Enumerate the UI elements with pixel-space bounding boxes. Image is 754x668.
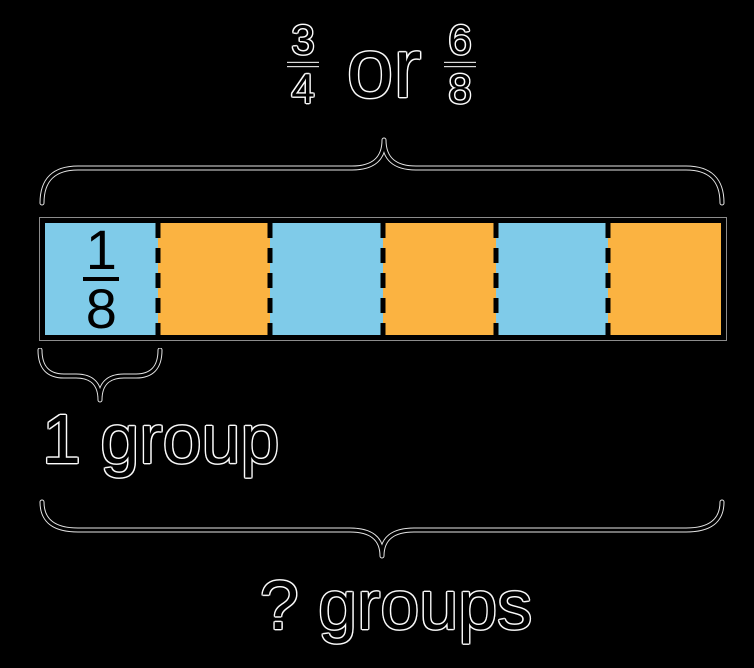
conjunction-or: or	[346, 21, 422, 115]
fraction-six-eighths: 6 8	[444, 19, 476, 110]
cell-divider	[380, 223, 386, 335]
cell-divider	[605, 223, 611, 335]
question-groups-label: ? groups	[259, 566, 533, 644]
fraction-three-fourths: 3 4	[287, 19, 319, 110]
bar-cell-2	[157, 223, 271, 335]
whole-bar-over-brace	[39, 137, 725, 206]
fraction-b-numerator: 6	[448, 16, 472, 63]
one-group-under-brace	[37, 348, 163, 403]
fraction-a-numerator: 3	[291, 16, 315, 63]
fraction-b-bar	[444, 63, 476, 66]
cell-divider	[493, 223, 499, 335]
cell-divider	[155, 223, 161, 335]
fraction-a-denominator: 4	[291, 65, 315, 112]
total-groups-under-brace	[39, 499, 725, 559]
unit-fraction-bar	[83, 277, 120, 281]
bar-cell-5	[495, 223, 609, 335]
bar-cell-3	[270, 223, 384, 335]
fraction-b-denominator: 8	[448, 65, 472, 112]
cell-divider	[267, 223, 273, 335]
one-group-label: 1 group	[42, 400, 280, 478]
bar-cell-4	[383, 223, 496, 335]
bar-cell-6	[608, 223, 722, 335]
fraction-a-bar	[287, 63, 319, 66]
